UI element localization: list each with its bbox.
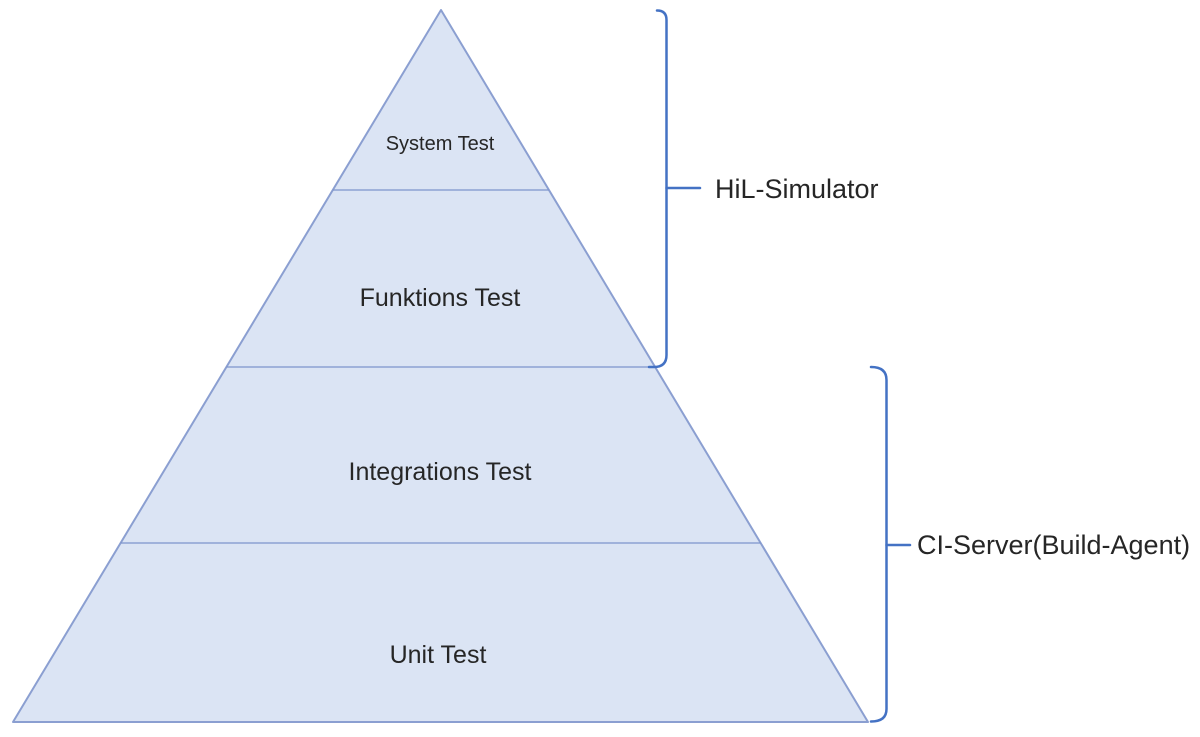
bracket-label-hil-simulator: HiL-Simulator: [715, 174, 879, 204]
pyramid-level-label-system-test: System Test: [386, 133, 495, 155]
pyramid-level-label-integrations-test: Integrations Test: [349, 458, 532, 486]
pyramid-level-label-unit-test: Unit Test: [390, 641, 487, 669]
pyramid-level-label-funktions-test: Funktions Test: [360, 284, 521, 312]
pyramid-shape: [12, 9, 869, 723]
bracket-ci-server: [869, 365, 888, 723]
bracket-hil-simulator: [647, 9, 668, 369]
bracket-label-ci-server: CI-Server(Build-Agent): [917, 530, 1190, 560]
